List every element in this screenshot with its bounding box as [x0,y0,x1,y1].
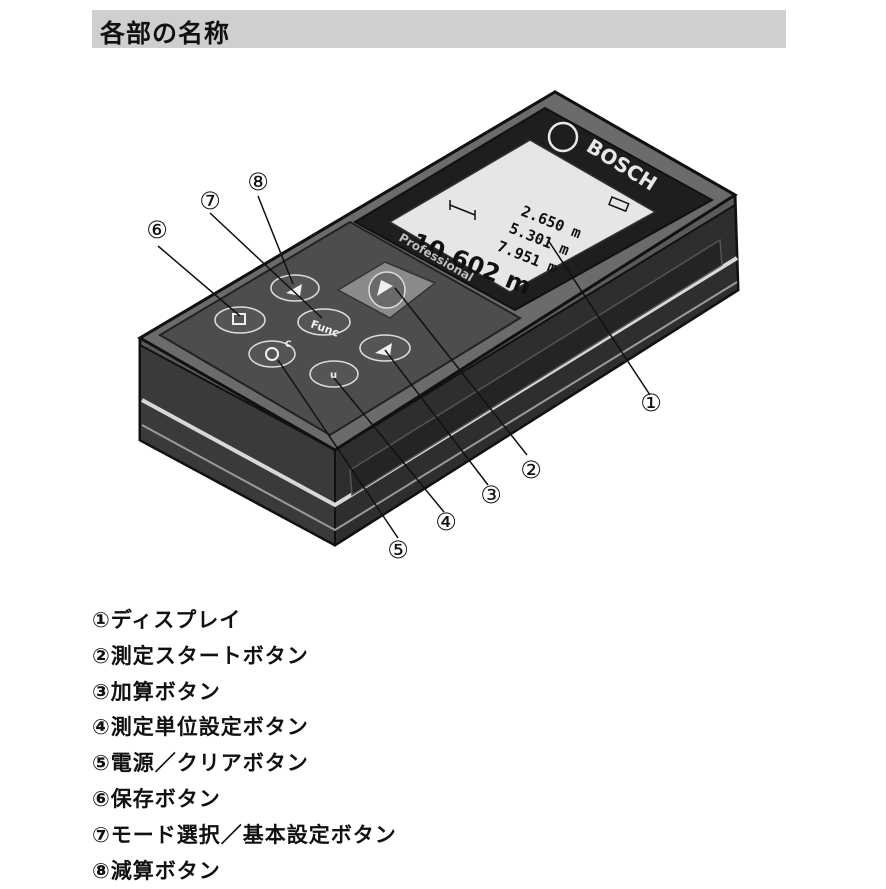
brand-logo-icon [547,121,579,153]
section-title: 各部の名称 [100,19,231,48]
part-item-unit: ④測定単位設定ボタン [92,715,309,740]
power-icon [265,347,279,361]
triangle-up-icon [377,280,393,296]
unit-button[interactable] [309,360,359,388]
section-title-bar: 各部の名称 [92,10,786,48]
leader-line-2 [394,287,528,456]
part-item-subtract: ⑧減算ボタン [92,858,221,883]
device-illustration: 2.650 m 5.301 m 7.951 m 10.602 m BOSCH P… [137,90,740,564]
clear-mark: C [285,340,292,350]
leader-line-5 [277,359,399,539]
save-icon [232,313,246,325]
display-screen [388,139,657,293]
measure-start-button-ring [368,271,406,309]
leader-line-4 [333,377,445,513]
leader-line-8 [257,195,294,285]
leader-line-1 [547,239,651,396]
callout-1: ① [640,389,662,417]
power-clear-button[interactable] [248,340,296,368]
unit-mark: u [330,370,337,381]
battery-icon [608,196,630,213]
parts-list: ①ディスプレイ ②測定スタートボタン ③加算ボタン ④測定単位設定ボタン ⑤電源… [92,603,397,889]
callout-6: ⑥ [146,216,168,244]
callout-7: ⑦ [199,187,221,215]
part-item-display: ①ディスプレイ [92,608,242,632]
callout-2: ② [520,456,542,484]
part-item-mode-settings: ⑦モード選択／基本設定ボタン [92,822,397,847]
measure-line-icon [449,200,476,220]
save-button[interactable] [214,306,266,334]
part-item-add: ③加算ボタン [92,679,221,704]
side-grip [349,238,723,497]
part-item-power-clear: ⑤電源／クリアボタン [92,751,309,776]
callout-8: ⑧ [247,168,269,196]
callout-5: ⑤ [387,536,409,564]
leader-line-7 [209,212,323,319]
callout-4: ④ [435,508,457,536]
part-item-measure-start: ②測定スタートボタン [92,643,309,668]
leader-line-6 [157,245,241,317]
leader-line-3 [384,349,489,486]
mode-func-button[interactable] [297,308,351,336]
callout-3: ③ [480,481,502,509]
device-trim-stripe [141,256,739,508]
part-item-save: ⑥保存ボタン [92,786,221,811]
triangle-minus-icon [286,284,302,296]
